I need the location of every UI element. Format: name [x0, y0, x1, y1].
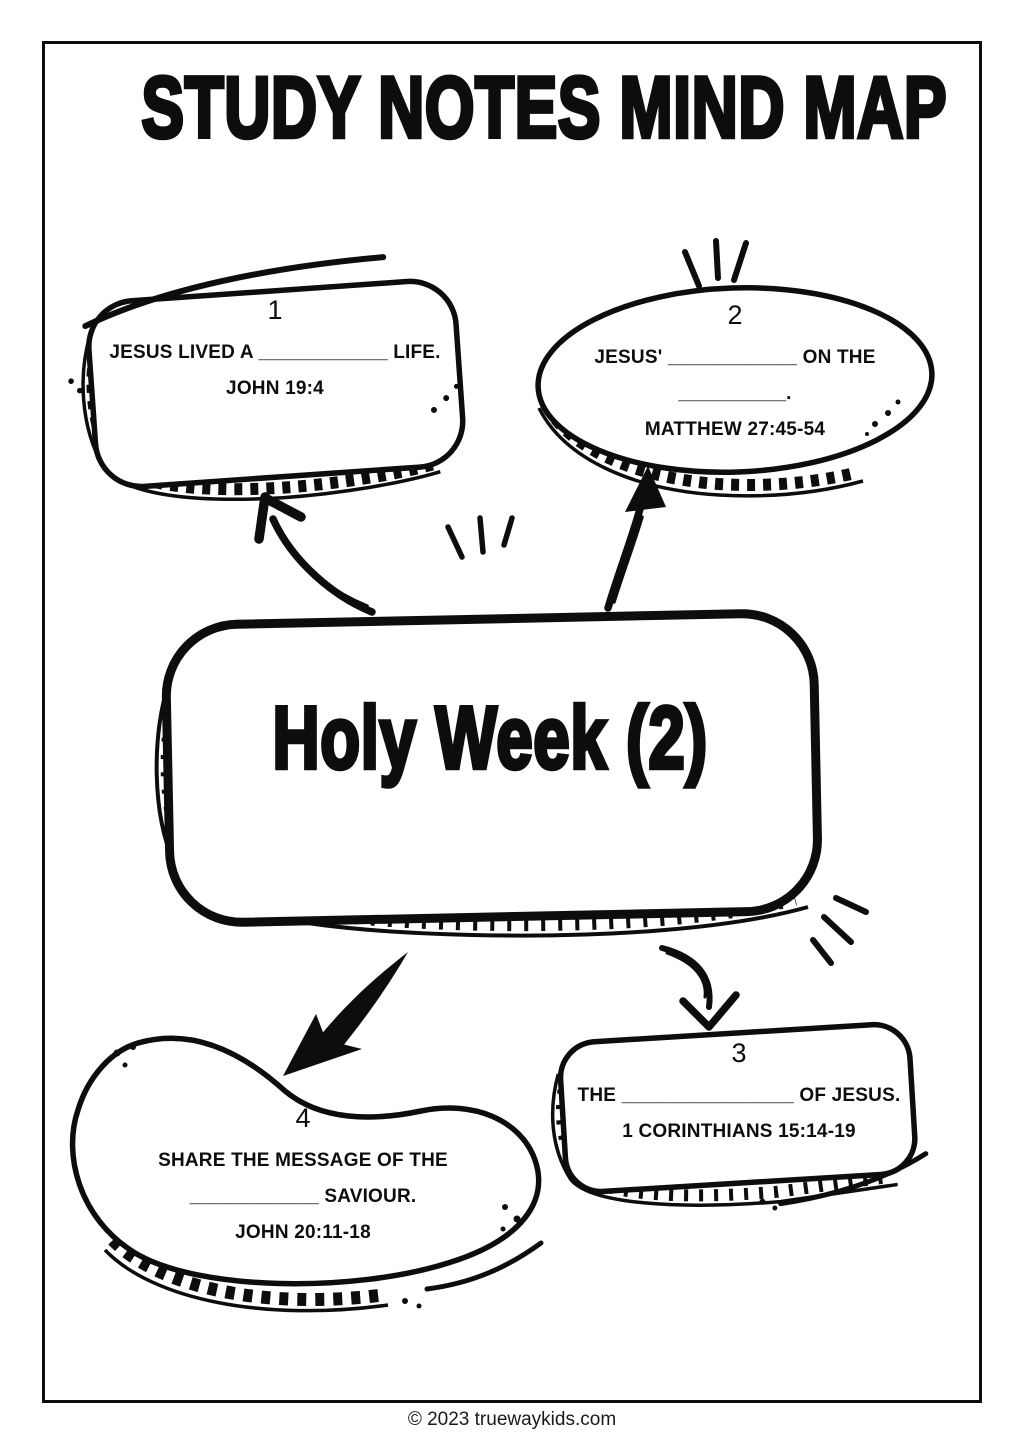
arrow-to-node-1	[235, 485, 395, 630]
sparkle-lines-icon	[682, 238, 749, 289]
node-2-number: 2	[727, 300, 743, 330]
node-4-line-2: ____________ SAVIOUR.	[189, 1186, 417, 1207]
node-4-shape	[69, 1035, 544, 1313]
node-4-line-3: JOHN 20:11-18	[235, 1222, 371, 1243]
center-sparkle-top	[440, 505, 525, 570]
node-2-line-3: MATTHEW 27:45-54	[644, 419, 826, 440]
arrow-up-icon	[604, 466, 666, 612]
page-title: STUDY NOTES MIND MAP	[140, 60, 948, 157]
center-label-wrap: Holy Week (2)	[140, 687, 840, 788]
node-1-text: 1 JESUS LIVED A ____________ LIFE. JOHN …	[95, 295, 455, 407]
node-2-line-2: __________.	[678, 383, 792, 404]
node-3-bubble: 3 THE ________________ OF JESUS. 1 CORIN…	[533, 1003, 945, 1238]
node-4-number: 4	[295, 1103, 311, 1133]
node-1-line-2: JOHN 19:4	[226, 378, 324, 399]
node-4-text: 4 SHARE THE MESSAGE OF THE ____________ …	[113, 1103, 493, 1251]
node-2-text: 2 JESUS' ____________ ON THE __________.…	[555, 300, 915, 448]
sparkle-lines-icon	[810, 895, 869, 966]
center-label: Holy Week (2)	[271, 687, 709, 788]
node-2-shape	[535, 238, 935, 498]
arrow-to-node-3	[645, 935, 755, 1040]
center-bubble	[140, 593, 840, 953]
footer-copyright: © 2023 truewaykids.com	[407, 1409, 617, 1430]
arrow-to-node-2	[580, 462, 680, 617]
center-shape	[154, 609, 822, 938]
page-border	[42, 41, 982, 1403]
arrow-down-icon	[659, 945, 740, 1031]
arrow-up-left-icon	[254, 492, 376, 616]
node-3-line-1: THE ________________ OF JESUS.	[577, 1085, 901, 1106]
node-4-line-1: SHARE THE MESSAGE OF THE	[158, 1150, 448, 1171]
node-3-number: 3	[731, 1038, 747, 1068]
node-1-shape	[68, 254, 466, 501]
node-1-number: 1	[267, 295, 283, 325]
node-3-shape	[550, 1021, 929, 1211]
node-4-bubble: 4 SHARE THE MESSAGE OF THE ____________ …	[53, 1025, 558, 1330]
arrow-to-node-4	[258, 948, 423, 1088]
node-2-bubble: 2 JESUS' ____________ ON THE __________.…	[523, 228, 947, 498]
page-title-wrap: STUDY NOTES MIND MAP	[0, 60, 1024, 157]
node-1-bubble: 1 JESUS LIVED A ____________ LIFE. JOHN …	[60, 254, 490, 520]
node-1-line-1: JESUS LIVED A ____________ LIFE.	[109, 342, 441, 363]
node-3-text: 3 THE ________________ OF JESUS. 1 CORIN…	[549, 1038, 929, 1150]
arrow-down-left-icon	[283, 952, 408, 1076]
sparkle-lines-icon	[445, 515, 515, 560]
center-sparkle-bottom	[800, 885, 880, 975]
node-2-line-1: JESUS' ____________ ON THE	[594, 347, 876, 368]
node-3-line-2: 1 CORINTHIANS 15:14-19	[622, 1121, 856, 1142]
